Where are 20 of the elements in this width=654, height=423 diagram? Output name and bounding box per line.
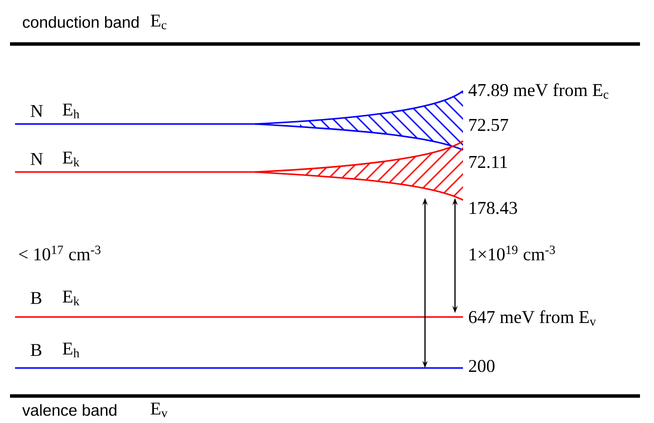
level-label: E$_{c}$ <box>150 14 166 30</box>
level-label: E$_{k}$ <box>62 290 80 306</box>
level-label: < 10$^{17}$ cm$^{-3}$ <box>19 246 100 260</box>
level-label: B <box>30 344 42 356</box>
level-label: E$_{h}$ <box>62 342 80 358</box>
level-label: E$_{h}$ <box>62 104 80 118</box>
level-label: B <box>30 292 42 304</box>
level-label: 178.43 <box>470 202 517 214</box>
level-label: E$_{k}$ <box>62 152 80 166</box>
level-label: 72.11 <box>469 156 507 168</box>
level-label: 47.89 meV from E$_{c}$ <box>468 83 608 99</box>
level-label: 200 <box>468 360 494 372</box>
level-label: 1×10$^{19}$ cm$^{-3}$ <box>470 246 555 260</box>
level-label: N <box>30 105 43 117</box>
level-label: valence band <box>22 404 116 416</box>
level-label: conduction band <box>22 16 139 28</box>
level-label: E$_{v}$ <box>150 402 168 418</box>
level-label: N <box>30 153 43 165</box>
level-label: 72.57 <box>469 118 508 132</box>
level-label: 647 meV from E$_{v}$ <box>468 310 596 326</box>
